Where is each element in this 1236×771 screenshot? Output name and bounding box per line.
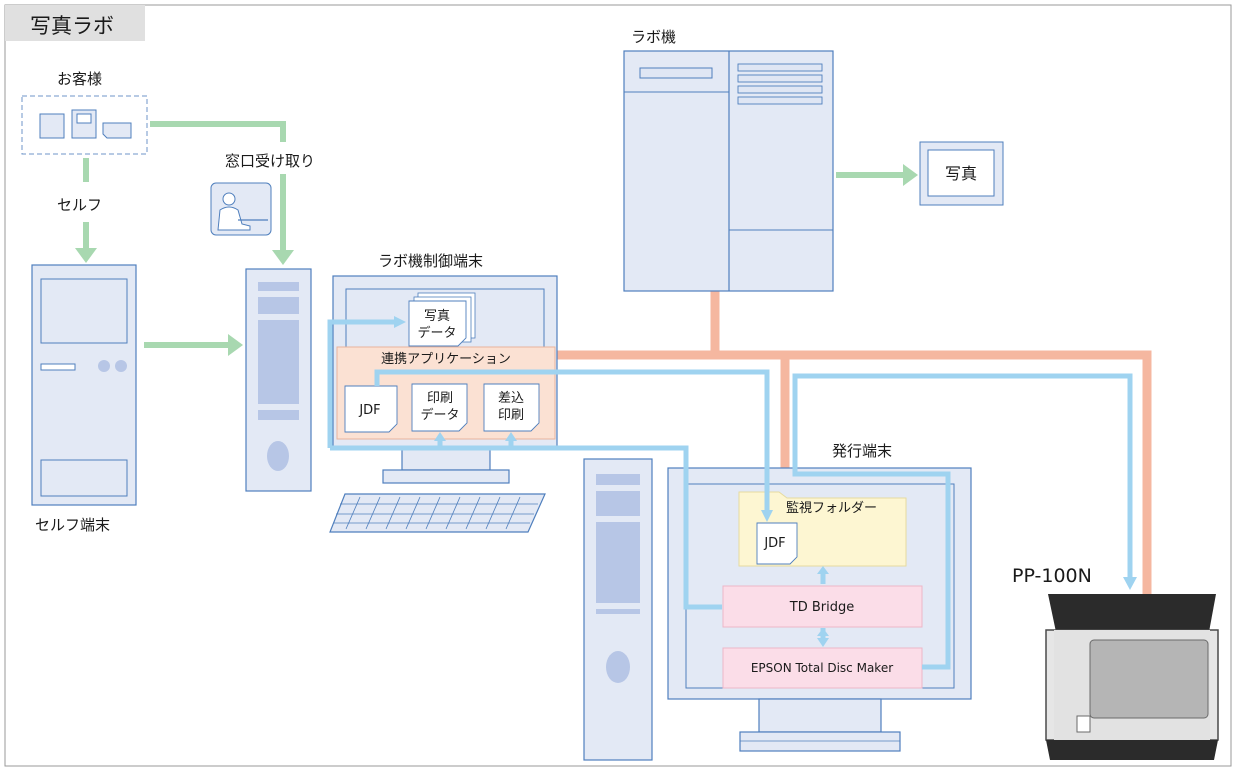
merge-print-line2: 印刷 bbox=[498, 408, 524, 423]
customer-label: お客様 bbox=[57, 70, 102, 88]
watch-folder-jdf-label: JDF bbox=[763, 536, 785, 551]
lab-machine-label: ラボ機 bbox=[631, 28, 676, 46]
customer-box bbox=[21, 95, 148, 155]
photo-data-docs bbox=[408, 292, 476, 347]
watch-folder-label: 監視フォルダー bbox=[786, 500, 877, 516]
photo-data-line2: データ bbox=[417, 325, 456, 341]
self-path-arrow bbox=[75, 158, 97, 263]
merge-print-doc bbox=[483, 383, 540, 432]
network-lines bbox=[556, 290, 1152, 600]
path-self-label: セルフ bbox=[57, 196, 102, 214]
pp100n-printer bbox=[1045, 594, 1219, 760]
photo-output-label: 写真 bbox=[945, 164, 977, 183]
clerk-icon bbox=[210, 182, 272, 236]
lab-area-tab bbox=[5, 5, 145, 41]
keyboard-icon bbox=[329, 493, 546, 533]
media-cards bbox=[39, 109, 132, 139]
sd-card-icon bbox=[39, 113, 65, 139]
kiosk-to-tower-arrow bbox=[144, 334, 243, 356]
td-bridge-label: TD Bridge bbox=[789, 600, 854, 615]
self-terminal-label: セルフ端末 bbox=[35, 516, 110, 534]
integration-app-label: 連携アプリケーション bbox=[381, 351, 511, 367]
mini-card-icon bbox=[102, 122, 132, 139]
counter-path-arrow bbox=[150, 121, 294, 265]
lab-machine bbox=[623, 50, 834, 292]
merge-print-line1: 差込 bbox=[498, 391, 524, 406]
issue-tower-pc bbox=[583, 458, 653, 761]
print-data-doc bbox=[411, 383, 468, 432]
data-flow-arrowheads bbox=[394, 316, 1137, 647]
jdf-doc bbox=[344, 385, 398, 433]
total-disc-maker-box bbox=[722, 647, 923, 689]
print-data-line2: データ bbox=[420, 407, 459, 423]
td-bridge-box bbox=[722, 585, 923, 628]
counter-tower-pc bbox=[245, 268, 312, 492]
self-terminal-kiosk bbox=[31, 264, 137, 506]
photo-data-line1: 写真 bbox=[424, 309, 450, 324]
printer-label: PP-100N bbox=[1012, 565, 1092, 587]
control-terminal-label: ラボ機制御端末 bbox=[378, 252, 483, 270]
path-counter-label: 窓口受け取り bbox=[225, 152, 315, 170]
print-data-line1: 印刷 bbox=[427, 391, 453, 406]
lab-area-frame bbox=[4, 4, 1232, 767]
issue-terminal-label: 発行端末 bbox=[832, 442, 892, 460]
photo-output-inner bbox=[927, 149, 995, 197]
photo-output-arrow bbox=[836, 164, 918, 186]
lab-area-label: 写真ラボ bbox=[30, 14, 114, 38]
watch-folder-jdf-doc bbox=[756, 522, 798, 565]
jdf-doc-label: JDF bbox=[358, 403, 380, 418]
total-disc-maker-label: EPSON Total Disc Maker bbox=[751, 661, 893, 675]
